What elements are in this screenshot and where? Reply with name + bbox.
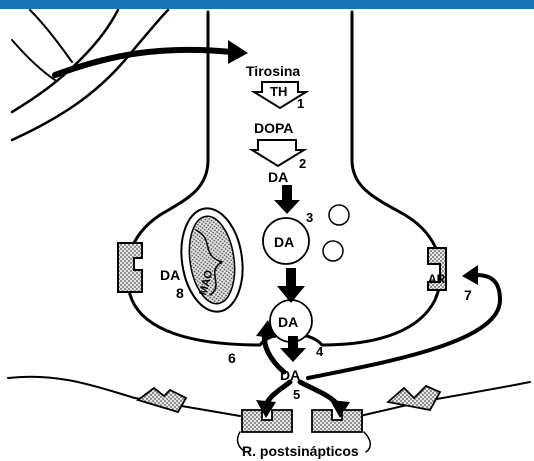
tyrosine-uptake-arrow	[55, 50, 232, 75]
label-dopa: DOPA	[254, 120, 293, 136]
label-step-3: 3	[306, 210, 313, 225]
label-da-mao: DA	[160, 267, 180, 283]
vesicle-small-2	[323, 241, 343, 261]
arrow-7-head	[462, 265, 478, 285]
axon-branch	[12, 10, 168, 140]
tyrosine-uptake-arrowhead	[228, 40, 248, 64]
label-step-1: 1	[297, 96, 304, 111]
label-da-cleft: DA	[280, 367, 300, 383]
label-step-6: 6	[228, 350, 236, 366]
dopa-hollow-arrow	[252, 140, 304, 166]
header-bar	[0, 0, 534, 9]
vesicle-small-1	[329, 205, 349, 225]
label-step-2: 2	[299, 156, 306, 171]
label-ar: AR	[428, 272, 446, 286]
label-tirosina: Tirosina	[246, 63, 300, 79]
label-receptors: R. postsinápticos	[242, 443, 359, 459]
arrow-to-release	[277, 268, 305, 303]
postsynaptic-receptor-4	[388, 386, 440, 410]
dopamine-synapse-diagram: Tirosina TH 1 DOPA 2 DA 3 DA DA MAO 8 AR…	[0, 9, 534, 461]
postsynaptic-receptor-1	[138, 388, 186, 412]
label-th: TH	[270, 84, 287, 99]
label-da-vesicle: DA	[274, 234, 294, 250]
label-step-5: 5	[293, 387, 300, 402]
arrow-3	[274, 185, 300, 214]
label-da-release: DA	[278, 314, 298, 330]
postsynaptic-receptor-3	[312, 410, 362, 432]
mitochondrion	[175, 204, 249, 315]
label-step-4: 4	[316, 344, 324, 359]
receptor-left	[118, 243, 142, 292]
label-step-7: 7	[464, 287, 472, 303]
label-da-synth: DA	[268, 169, 288, 185]
label-step-8: 8	[176, 285, 184, 301]
